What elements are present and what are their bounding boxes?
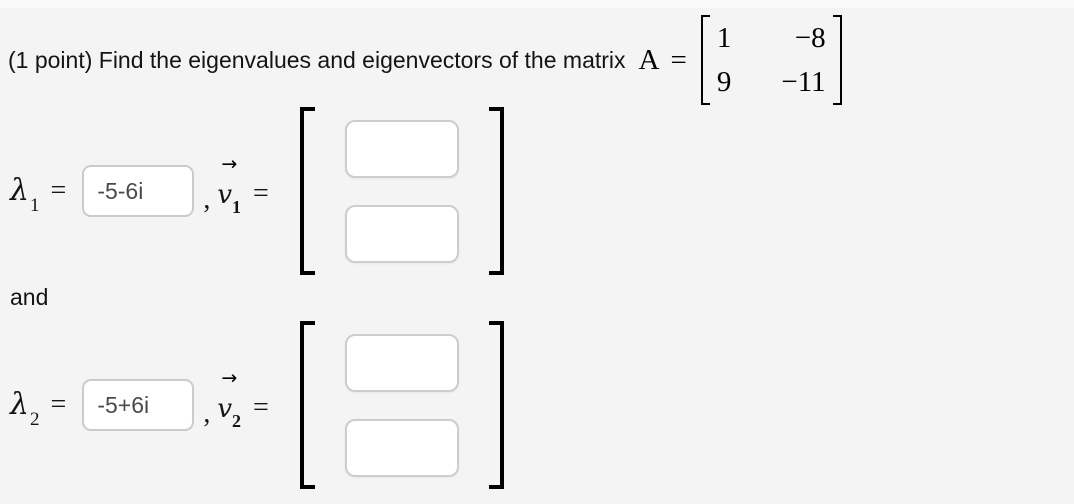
top-edge-strip [0, 0, 1074, 8]
eigenvector-1-bracket-group [299, 107, 504, 275]
matrix-cell-1-2: −8 [794, 22, 826, 54]
eigenvector-2-label: → v2 [217, 367, 241, 431]
eigenvalue-1-input[interactable] [82, 165, 195, 217]
lambda-2-equals-sign: = [50, 389, 67, 420]
eigenvector-2-component-1-input[interactable] [344, 333, 459, 392]
vector-symbol: v1 [217, 179, 241, 217]
comma-separator: , [203, 398, 211, 429]
lambda-1-label: λ1 [10, 173, 40, 216]
eigenvector-2-bracket-group [299, 321, 504, 489]
matrix-right-bracket [832, 15, 842, 105]
eigenvector-1-label: → v1 [217, 153, 241, 217]
vector-left-bracket [299, 107, 315, 275]
eigenvector-2-components [344, 321, 459, 489]
vector-left-bracket [299, 321, 315, 489]
vector-right-bracket [488, 321, 504, 489]
lambda-subscript: 2 [30, 409, 40, 430]
matrix-left-bracket [700, 15, 710, 105]
matrix-cell-2-2: −11 [781, 66, 826, 98]
matrix-equals-sign: = [670, 43, 687, 76]
comma-separator: , [203, 184, 211, 215]
answer-row-1: λ1 = , → v1 = [10, 107, 504, 275]
problem-statement: (1 point) Find the eigenvalues and eigen… [8, 8, 1066, 112]
lambda-2-label: λ2 [10, 387, 40, 430]
vector-letter: v [217, 393, 233, 424]
vector-arrow-icon: → [221, 152, 238, 175]
matrix-cell-2-1: 9 [716, 66, 732, 98]
eigenvector-1-components [344, 107, 459, 275]
vector-letter: v [217, 179, 233, 210]
matrix-cell-1-1: 1 [716, 22, 732, 54]
vector-subscript: 1 [232, 197, 242, 218]
problem-text: (1 point) Find the eigenvalues and eigen… [8, 46, 626, 73]
eigenvector-1-component-1-input[interactable] [344, 119, 459, 178]
matrix-entries: 1 −8 9 −11 [710, 15, 833, 105]
connector-text: and [10, 284, 49, 310]
vector-symbol: v2 [217, 393, 241, 431]
answer-row-2: λ2 = , → v2 = [10, 321, 504, 489]
vector-arrow-icon: → [221, 366, 238, 389]
lambda-subscript: 1 [30, 195, 40, 216]
vector-right-bracket [488, 107, 504, 275]
lambda-symbol: λ [10, 173, 30, 208]
eigenvector-1-component-2-input[interactable] [344, 204, 459, 263]
eigenvalue-2-input[interactable] [82, 379, 195, 431]
eigenvector-1-equals-sign: = [253, 178, 269, 209]
matrix-A: 1 −8 9 −11 [700, 15, 842, 105]
eigenvector-2-component-2-input[interactable] [344, 418, 459, 477]
matrix-name: A [638, 43, 660, 76]
vector-subscript: 2 [232, 411, 242, 432]
lambda-symbol: λ [10, 387, 30, 422]
lambda-1-equals-sign: = [50, 175, 67, 206]
eigenvector-2-equals-sign: = [253, 392, 269, 423]
